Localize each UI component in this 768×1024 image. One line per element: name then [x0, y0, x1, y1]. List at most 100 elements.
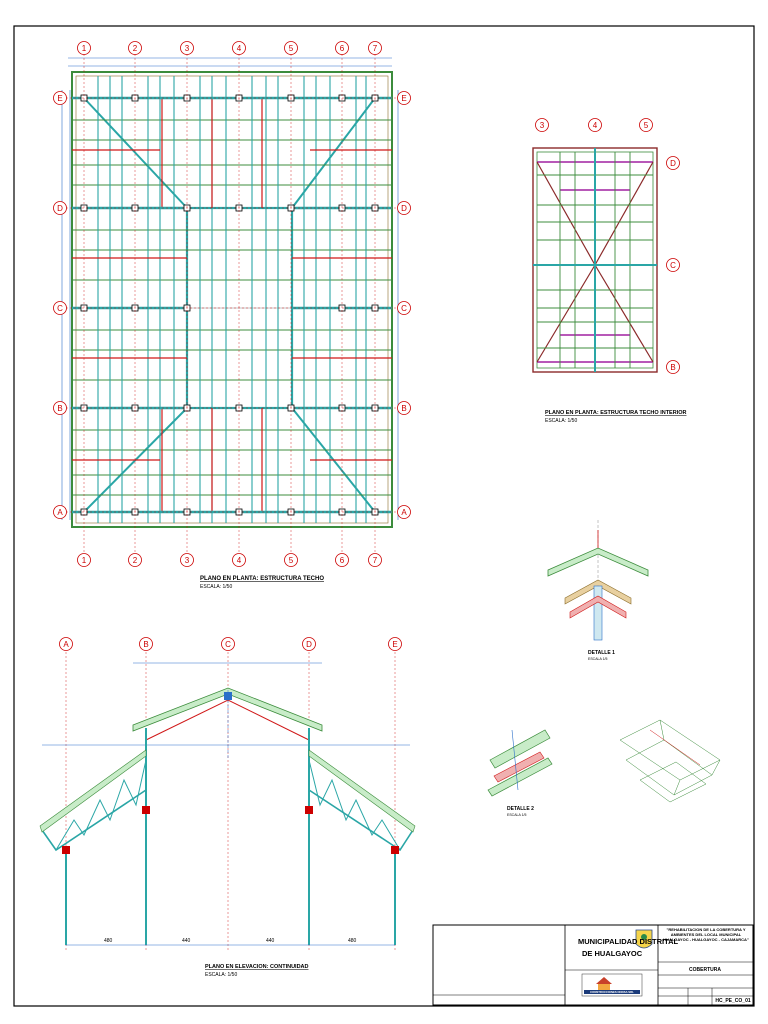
roof-outer-frame: [71, 71, 393, 528]
small-axis-bubble-5: 5: [639, 118, 653, 132]
interior-roof-plan: 3 4 5D C B: [532, 118, 680, 374]
company-logo-text: CONSTRUCCIONES NONSA SRL: [590, 990, 634, 994]
svg-text:D: D: [401, 204, 407, 213]
axis-bubble-bottom-2: 2: [128, 553, 142, 567]
axis-bubble-top-4: 4: [232, 41, 246, 55]
elev-axis-bubble-C: C: [221, 637, 235, 651]
svg-text:4: 4: [593, 121, 598, 130]
small-axis-bubble-C: C: [666, 258, 680, 272]
purlins: [72, 119, 392, 496]
svg-text:E: E: [401, 94, 406, 103]
elev-axis-bubble-E: E: [388, 637, 402, 651]
axis-bubble-bottom-3: 3: [180, 553, 194, 567]
elevation-scale: ESCALA: 1/50: [205, 972, 237, 978]
main-plan-scale: ESCALA: 1/50: [200, 584, 232, 590]
svg-text:4: 4: [237, 44, 242, 53]
axis-bubble-left-C: C: [53, 301, 67, 315]
small-axis-bubble-B: B: [666, 360, 680, 374]
svg-text:D: D: [57, 204, 63, 213]
elev-axis-bubble-B: B: [139, 637, 153, 651]
detail-2-scale: ESCALA 1/5: [507, 813, 527, 817]
detail-1-title: DETALLE 1: [588, 650, 615, 656]
svg-text:7: 7: [373, 44, 378, 53]
axis-bubble-top-3: 3: [180, 41, 194, 55]
svg-text:7: 7: [373, 556, 378, 565]
svg-text:6: 6: [340, 556, 345, 565]
svg-text:E: E: [392, 640, 397, 649]
detail-2-title: DETALLE 2: [507, 806, 534, 812]
axis-bubble-bottom-5: 5: [284, 553, 298, 567]
isometric-detail: [619, 719, 721, 803]
axis-bubble-top-1: 1: [77, 41, 91, 55]
svg-text:A: A: [63, 640, 69, 649]
small-plan-beams: [533, 148, 657, 372]
detail-1-scale: ESCALA 1/5: [588, 657, 608, 661]
sheet-border: [13, 25, 755, 1007]
svg-text:5: 5: [644, 121, 649, 130]
elev-dim-3: 440: [266, 938, 275, 944]
svg-text:4: 4: [237, 556, 242, 565]
red-members: [72, 98, 392, 512]
svg-text:3: 3: [185, 556, 190, 565]
small-plan-axis-bubbles: 3 4 5D C B: [535, 118, 680, 374]
small-axis-bubble-D: D: [666, 156, 680, 170]
project-name: "REHABILITACION DE LA COBERTURA Y AMBIEN…: [663, 927, 749, 942]
elev-dim-4: 480: [348, 938, 357, 944]
sheet-name: COBERTURA: [689, 967, 721, 973]
small-plan-title: PLANO EN PLANTA: ESTRUCTURA TECHO INTERI…: [545, 410, 686, 416]
municipality-shield-icon: [635, 929, 653, 949]
svg-text:1: 1: [82, 556, 87, 565]
main-plan-title: PLANO EN PLANTA: ESTRUCTURA TECHO: [200, 576, 324, 582]
roof-eave-line: [75, 75, 389, 524]
axis-bubble-bottom-1: 1: [77, 553, 91, 567]
svg-text:C: C: [401, 304, 407, 313]
axis-bubble-bottom-6: 6: [335, 553, 349, 567]
axis-bubble-right-A: A: [397, 505, 411, 519]
entity-name-line2: DE HUALGAYOC: [582, 949, 643, 958]
axis-bubble-top-2: 2: [128, 41, 142, 55]
axis-grid: [54, 54, 404, 552]
svg-text:D: D: [670, 159, 676, 168]
title-block: [432, 924, 754, 1006]
svg-text:B: B: [670, 363, 675, 372]
svg-text:D: D: [306, 640, 312, 649]
svg-text:6: 6: [340, 44, 345, 53]
svg-text:3: 3: [540, 121, 545, 130]
small-plan-hips: [536, 161, 654, 363]
axis-bubble-left-E: E: [53, 91, 67, 105]
axis-bubble-bottom-7: 7: [368, 553, 382, 567]
svg-text:2: 2: [133, 44, 138, 53]
svg-text:C: C: [225, 640, 231, 649]
small-plan-scale: ESCALA: 1/50: [545, 418, 577, 424]
detail-1-drawing: [547, 520, 649, 641]
elevation-title: PLANO EN ELEVACION: CONTINUIDAD: [205, 964, 309, 970]
elev-dim-1: 480: [104, 938, 113, 944]
axis-bubble-right-B: B: [397, 401, 411, 415]
axis-bubble-top-7: 7: [368, 41, 382, 55]
axis-bubble-left-B: B: [53, 401, 67, 415]
svg-text:A: A: [57, 508, 63, 517]
svg-text:C: C: [670, 261, 676, 270]
elevation-drawing: A B C D E: [39, 637, 416, 950]
svg-text:C: C: [57, 304, 63, 313]
svg-text:B: B: [401, 404, 406, 413]
axis-bubble-right-C: C: [397, 301, 411, 315]
svg-text:3: 3: [185, 44, 190, 53]
small-axis-bubble-4: 4: [588, 118, 602, 132]
svg-text:B: B: [57, 404, 62, 413]
elev-dim-2: 440: [182, 938, 191, 944]
elev-axis-bubble-A: A: [59, 637, 73, 651]
svg-text:A: A: [401, 508, 407, 517]
axis-bubble-right-E: E: [397, 91, 411, 105]
svg-text:E: E: [57, 94, 62, 103]
svg-text:5: 5: [289, 44, 294, 53]
axis-bubble-left-A: A: [53, 505, 67, 519]
svg-text:1: 1: [82, 44, 87, 53]
axis-bubble-top-5: 5: [284, 41, 298, 55]
company-logo: [581, 973, 643, 997]
axis-bubble-left-D: D: [53, 201, 67, 215]
project-name-box: "REHABILITACION DE LA COBERTURA Y AMBIEN…: [663, 927, 749, 942]
